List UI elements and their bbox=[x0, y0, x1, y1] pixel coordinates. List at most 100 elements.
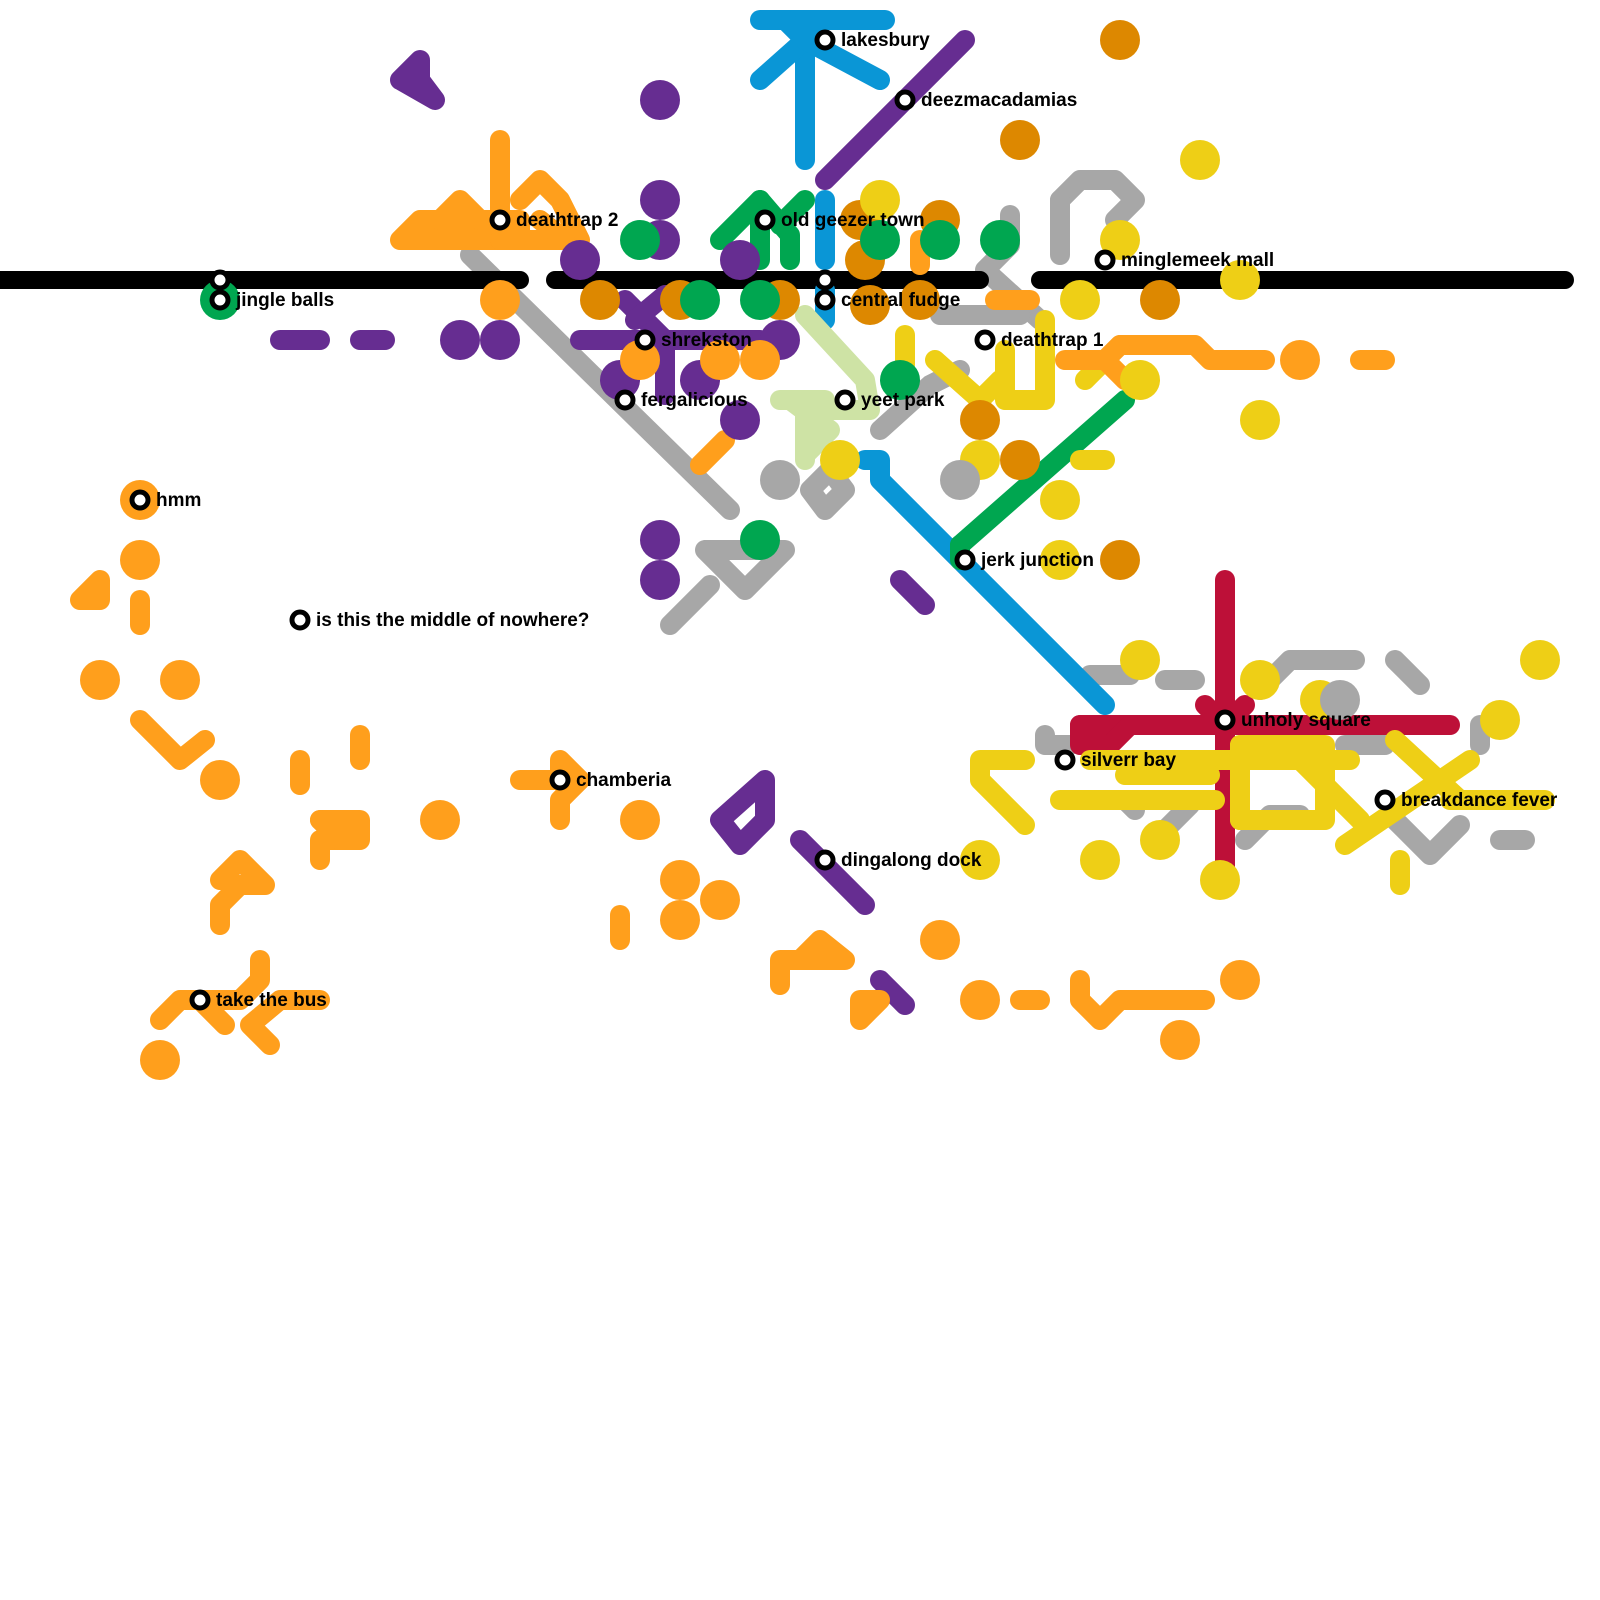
green-line-blob bbox=[980, 220, 1020, 260]
station-label: hmm bbox=[156, 490, 201, 511]
yellow-line-blob bbox=[1140, 820, 1180, 860]
station-marker[interactable] bbox=[977, 332, 993, 348]
yellow-line-blob bbox=[820, 440, 860, 480]
station-label: is this the middle of nowhere? bbox=[316, 610, 589, 631]
orange-line-segment bbox=[780, 940, 845, 985]
yellow-line-blob bbox=[1200, 860, 1240, 900]
green-line-blob bbox=[620, 220, 660, 260]
purple-line-blob bbox=[640, 520, 680, 560]
purple-line-blob bbox=[560, 240, 600, 280]
station-marker[interactable] bbox=[1097, 252, 1113, 268]
purple-line-segment bbox=[400, 60, 435, 100]
grey-line-blob bbox=[760, 460, 800, 500]
station-label: deathtrap 1 bbox=[1001, 330, 1104, 351]
station-dingalong-dock[interactable]: dingalong dock bbox=[817, 850, 982, 871]
orange-line-segment bbox=[320, 820, 340, 840]
orange-line-blob bbox=[920, 920, 960, 960]
yellow-line-blob bbox=[1120, 360, 1160, 400]
station-marker[interactable] bbox=[192, 992, 208, 1008]
orange-line-blob bbox=[160, 660, 200, 700]
orange-line-segment bbox=[140, 720, 205, 760]
grey-line-segment bbox=[1060, 180, 1135, 220]
station-label: silverr bay bbox=[1081, 750, 1176, 771]
orange-line-blob bbox=[420, 800, 460, 840]
station-marker[interactable] bbox=[837, 392, 853, 408]
station-label: jingle balls bbox=[235, 290, 334, 311]
orange-line-segment bbox=[1080, 980, 1205, 1020]
grey-line-segment bbox=[1045, 735, 1070, 745]
purple-line-blob bbox=[640, 80, 680, 120]
green-line-blob bbox=[920, 220, 960, 260]
purple-line-blob bbox=[640, 180, 680, 220]
station-marker[interactable] bbox=[132, 492, 148, 508]
station-breakdance-fever[interactable]: breakdance fever bbox=[1377, 790, 1558, 811]
orange-line-segment bbox=[860, 1000, 880, 1020]
orange-line-blob bbox=[200, 760, 240, 800]
station-label: deathtrap 2 bbox=[516, 210, 618, 231]
station-label: lakesbury bbox=[841, 30, 930, 51]
dark-orange-blob bbox=[1000, 440, 1040, 480]
orange-line-blob bbox=[480, 280, 520, 320]
station-marker[interactable] bbox=[817, 292, 833, 308]
station-label: deezmacadamias bbox=[921, 90, 1077, 111]
orange-line-segment bbox=[80, 580, 100, 600]
station-marker[interactable] bbox=[817, 272, 833, 288]
orange-line-segment bbox=[520, 760, 580, 820]
station-marker[interactable] bbox=[637, 332, 653, 348]
orange-line-blob bbox=[1220, 960, 1260, 1000]
grey-line-segment bbox=[1395, 660, 1420, 685]
station-deezmacadamias[interactable]: deezmacadamias bbox=[897, 90, 1077, 111]
orange-line-blob bbox=[620, 800, 660, 840]
dark-orange-blob bbox=[1000, 120, 1040, 160]
station-marker[interactable] bbox=[1217, 712, 1233, 728]
station-unholy-square[interactable]: unholy square bbox=[1217, 710, 1371, 731]
station-marker[interactable] bbox=[757, 212, 773, 228]
yellow-line-blob bbox=[1480, 700, 1520, 740]
yellow-line-blob bbox=[1240, 400, 1280, 440]
station-label: breakdance fever bbox=[1401, 790, 1558, 811]
purple-line-blob bbox=[720, 240, 760, 280]
station-marker[interactable] bbox=[212, 292, 228, 308]
orange-line-blob bbox=[1160, 1020, 1200, 1060]
orange-line-segment bbox=[700, 440, 725, 465]
green-line-blob bbox=[680, 280, 720, 320]
station-old-geezer-town[interactable]: old geezer town bbox=[757, 210, 925, 231]
station-central-fudge[interactable]: central fudge bbox=[817, 290, 960, 311]
station-label: old geezer town bbox=[781, 210, 925, 231]
station-middle-of-nowhere[interactable]: is this the middle of nowhere? bbox=[292, 610, 589, 631]
station-label: central fudge bbox=[841, 290, 960, 311]
orange-line-blob bbox=[960, 980, 1000, 1020]
dark-orange-blob bbox=[1140, 280, 1180, 320]
station-hmm[interactable]: hmm bbox=[132, 490, 201, 511]
dark-orange-blob bbox=[580, 280, 620, 320]
transit-lines bbox=[0, 20, 1565, 1045]
orange-line-blob bbox=[660, 860, 700, 900]
purple-line-blob bbox=[440, 320, 480, 360]
station-marker[interactable] bbox=[1057, 752, 1073, 768]
orange-line-blob bbox=[700, 880, 740, 920]
green-line-blob bbox=[740, 280, 780, 320]
station-marker[interactable] bbox=[817, 852, 833, 868]
yellow-line-blob bbox=[1060, 280, 1100, 320]
station-marker[interactable] bbox=[292, 612, 308, 628]
dark-orange-blob bbox=[1100, 20, 1140, 60]
station-marker[interactable] bbox=[492, 212, 508, 228]
station-label: unholy square bbox=[1241, 710, 1371, 731]
station-marker[interactable] bbox=[552, 772, 568, 788]
dark-orange-blob bbox=[960, 400, 1000, 440]
station-marker[interactable] bbox=[212, 272, 228, 288]
orange-line-segment bbox=[220, 860, 265, 925]
green-line-blob bbox=[740, 520, 780, 560]
orange-line-blob bbox=[660, 900, 700, 940]
station-marker[interactable] bbox=[957, 552, 973, 568]
station-marker[interactable] bbox=[617, 392, 633, 408]
grey-line-blob bbox=[940, 460, 980, 500]
station-marker[interactable] bbox=[817, 32, 833, 48]
station-marker[interactable] bbox=[897, 92, 913, 108]
grey-line-segment bbox=[1395, 820, 1460, 855]
station-marker[interactable] bbox=[1377, 792, 1393, 808]
yellow-line-blob bbox=[1080, 840, 1120, 880]
dark-orange-blob bbox=[1100, 540, 1140, 580]
station-label: chamberia bbox=[576, 770, 671, 791]
station-minglemeek-mall[interactable]: minglemeek mall bbox=[1097, 250, 1274, 271]
